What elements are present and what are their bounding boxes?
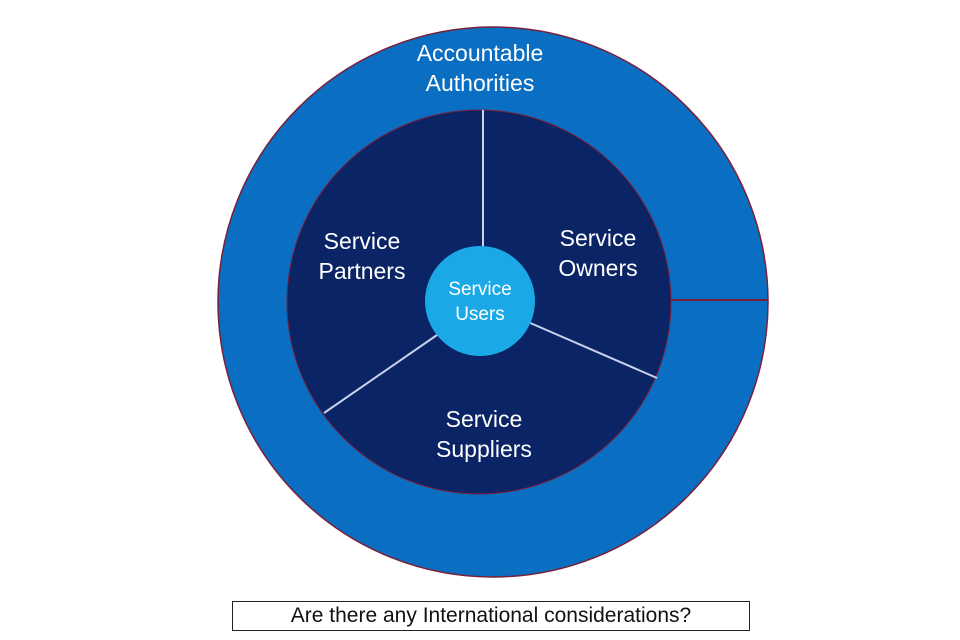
label-line: Users [455,304,505,325]
label-service-owners: Service Owners [528,223,668,283]
label-line: Authorities [425,70,535,96]
label-line: Owners [558,255,638,281]
label-service-users: Service Users [420,277,540,327]
segment-divider-left [323,334,438,414]
label-line: Service [448,279,512,300]
label-line: Partners [318,258,406,284]
label-line: Service [323,228,401,254]
segment-divider-right [527,321,658,379]
label-line: Service [559,225,637,251]
center-circle-service-users [425,246,535,356]
question-box: Are there any International consideratio… [232,601,750,631]
label-service-partners: Service Partners [292,226,432,286]
label-service-suppliers: Service Suppliers [414,404,554,464]
label-line: Service [445,406,523,432]
label-line: Suppliers [436,436,532,462]
label-accountable-authorities: Accountable Authorities [380,38,580,98]
label-line: Accountable [416,40,544,66]
